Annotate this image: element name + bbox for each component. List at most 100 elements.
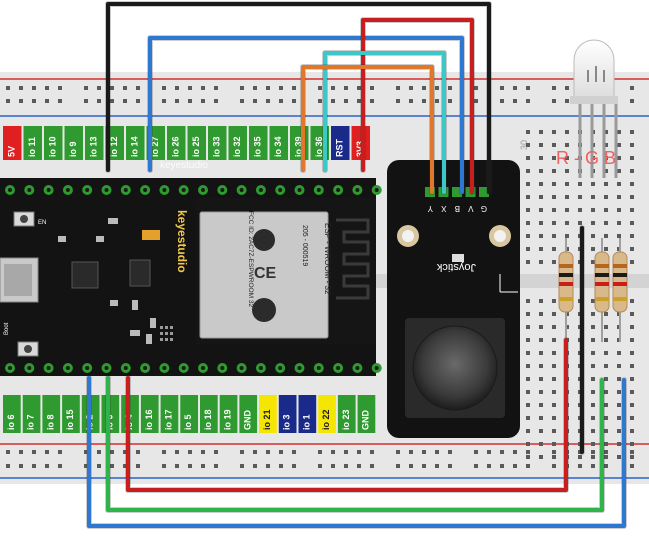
pin-label-text: io 17 xyxy=(163,409,173,430)
pin-label xyxy=(269,126,288,160)
wire-cyan xyxy=(323,51,446,194)
ce-mark: CE xyxy=(254,265,277,282)
pin-label-text: 3V3 xyxy=(355,141,365,157)
pin-label xyxy=(351,126,370,160)
pin-label xyxy=(219,395,238,433)
wire-blue-bottom xyxy=(87,376,626,528)
pin-label-text: io 5 xyxy=(183,414,193,430)
pin-label-text: io 13 xyxy=(88,136,98,157)
joystick-pin-label: B xyxy=(455,204,460,213)
pin-label-text: io 8 xyxy=(45,414,55,430)
pin-label-text: io 23 xyxy=(341,409,351,430)
pin-label xyxy=(200,395,218,433)
pin-label xyxy=(167,126,186,160)
pin-label-text: GND xyxy=(360,410,370,431)
wire-green-bottom xyxy=(106,376,604,512)
pin-label-text: io 35 xyxy=(252,136,262,157)
rgb-led: R - G B xyxy=(556,39,618,178)
joystick-pin xyxy=(452,187,462,197)
pin-label xyxy=(298,395,317,433)
wire-blue-top xyxy=(148,36,464,194)
pin-label-text: io 16 xyxy=(144,409,154,430)
pin-label-text: io 21 xyxy=(262,409,272,430)
pin-label xyxy=(140,395,159,433)
pin-label xyxy=(44,126,63,160)
pin-label xyxy=(318,395,336,433)
pin-label xyxy=(85,126,104,160)
pin-label-text: io 7 xyxy=(26,414,36,430)
pin-label-text: io 12 xyxy=(109,136,119,157)
pin-label xyxy=(278,395,297,433)
joystick-pin-label: V xyxy=(468,204,474,213)
pin-label xyxy=(101,395,120,433)
resistors xyxy=(558,238,628,342)
joystick-pin-label: X xyxy=(441,204,447,213)
pin-label-text: io 33 xyxy=(211,136,221,157)
pin-label xyxy=(22,395,41,433)
pin-label-text: io 1 xyxy=(301,414,311,430)
pin-label-text: io 15 xyxy=(65,409,75,430)
pin-label xyxy=(249,126,268,160)
pin-label xyxy=(259,395,277,433)
pin-label-text: io 25 xyxy=(191,136,201,157)
pin-label-text: io 19 xyxy=(223,409,233,430)
pin-label-text: io 36 xyxy=(314,136,324,157)
pin-label-text: io 26 xyxy=(170,136,180,157)
pin-label xyxy=(23,126,42,160)
esp32-board: EN Boot keyestudio ESP - WROOM - 32 FCC … xyxy=(0,126,382,433)
cert-number: 205 - 000519 xyxy=(301,225,308,266)
pin-label-text: 5V xyxy=(6,146,16,157)
pin-label xyxy=(3,395,21,433)
pin-label xyxy=(62,395,80,433)
pin-label-text: io 18 xyxy=(203,409,213,430)
wire-black xyxy=(106,2,491,194)
watermark: keyestudio xyxy=(160,160,208,171)
en-button-label: EN xyxy=(38,220,46,226)
pin-label xyxy=(337,395,356,433)
pin-label-text: io 34 xyxy=(273,136,283,157)
joystick-knob[interactable] xyxy=(412,325,498,411)
pin-label xyxy=(180,395,198,433)
pin-label xyxy=(105,126,124,160)
pin-label xyxy=(160,395,179,433)
wire-red-top xyxy=(361,18,474,194)
pin-label xyxy=(208,126,227,160)
pin-label-text: io 27 xyxy=(150,136,160,157)
pin-label-text: io 6 xyxy=(6,414,16,430)
wroom-module-name: ESP - WROOM - 32 xyxy=(323,223,332,295)
board-brand: keyestudio xyxy=(175,210,189,273)
pin-label-text: GND xyxy=(242,410,252,431)
wire-red-bottom xyxy=(126,338,568,492)
pin-label-text: io 22 xyxy=(321,409,331,430)
pin-label-text: io 39 xyxy=(293,136,303,157)
espressif-logo xyxy=(252,298,276,322)
pin-label xyxy=(121,395,139,433)
pin-label-text: RST xyxy=(334,138,344,157)
joystick-label: Joystick xyxy=(436,261,476,273)
pin-label xyxy=(187,126,206,160)
joystick-pin-label: Y xyxy=(427,204,433,213)
wires xyxy=(86,1,627,529)
pin-label-text: io 3 xyxy=(282,414,292,430)
pin-label xyxy=(239,395,258,433)
pin-label-text: io 14 xyxy=(129,136,139,157)
pin-label-text: io 10 xyxy=(47,136,57,157)
pin-label-text: io 9 xyxy=(68,141,78,157)
wroom-shield xyxy=(199,211,329,339)
wire-orange xyxy=(301,65,434,194)
fcc-id: FCC ID: 2AC7Z-ESPWROOM 32 xyxy=(247,211,254,307)
column-number: 30 xyxy=(519,140,529,150)
pin-label xyxy=(3,126,22,160)
pin-label xyxy=(331,126,350,160)
wifi-logo xyxy=(253,229,275,251)
led-pin-labels: R - G B xyxy=(556,148,616,168)
joystick-pin-label: G xyxy=(481,204,487,213)
joystick-pin xyxy=(479,187,489,197)
pin-label-text: io 32 xyxy=(232,136,242,157)
pin-label xyxy=(357,395,376,433)
pin-label xyxy=(42,395,61,433)
boot-button-label: Boot xyxy=(4,322,10,335)
pin-label xyxy=(64,126,83,160)
